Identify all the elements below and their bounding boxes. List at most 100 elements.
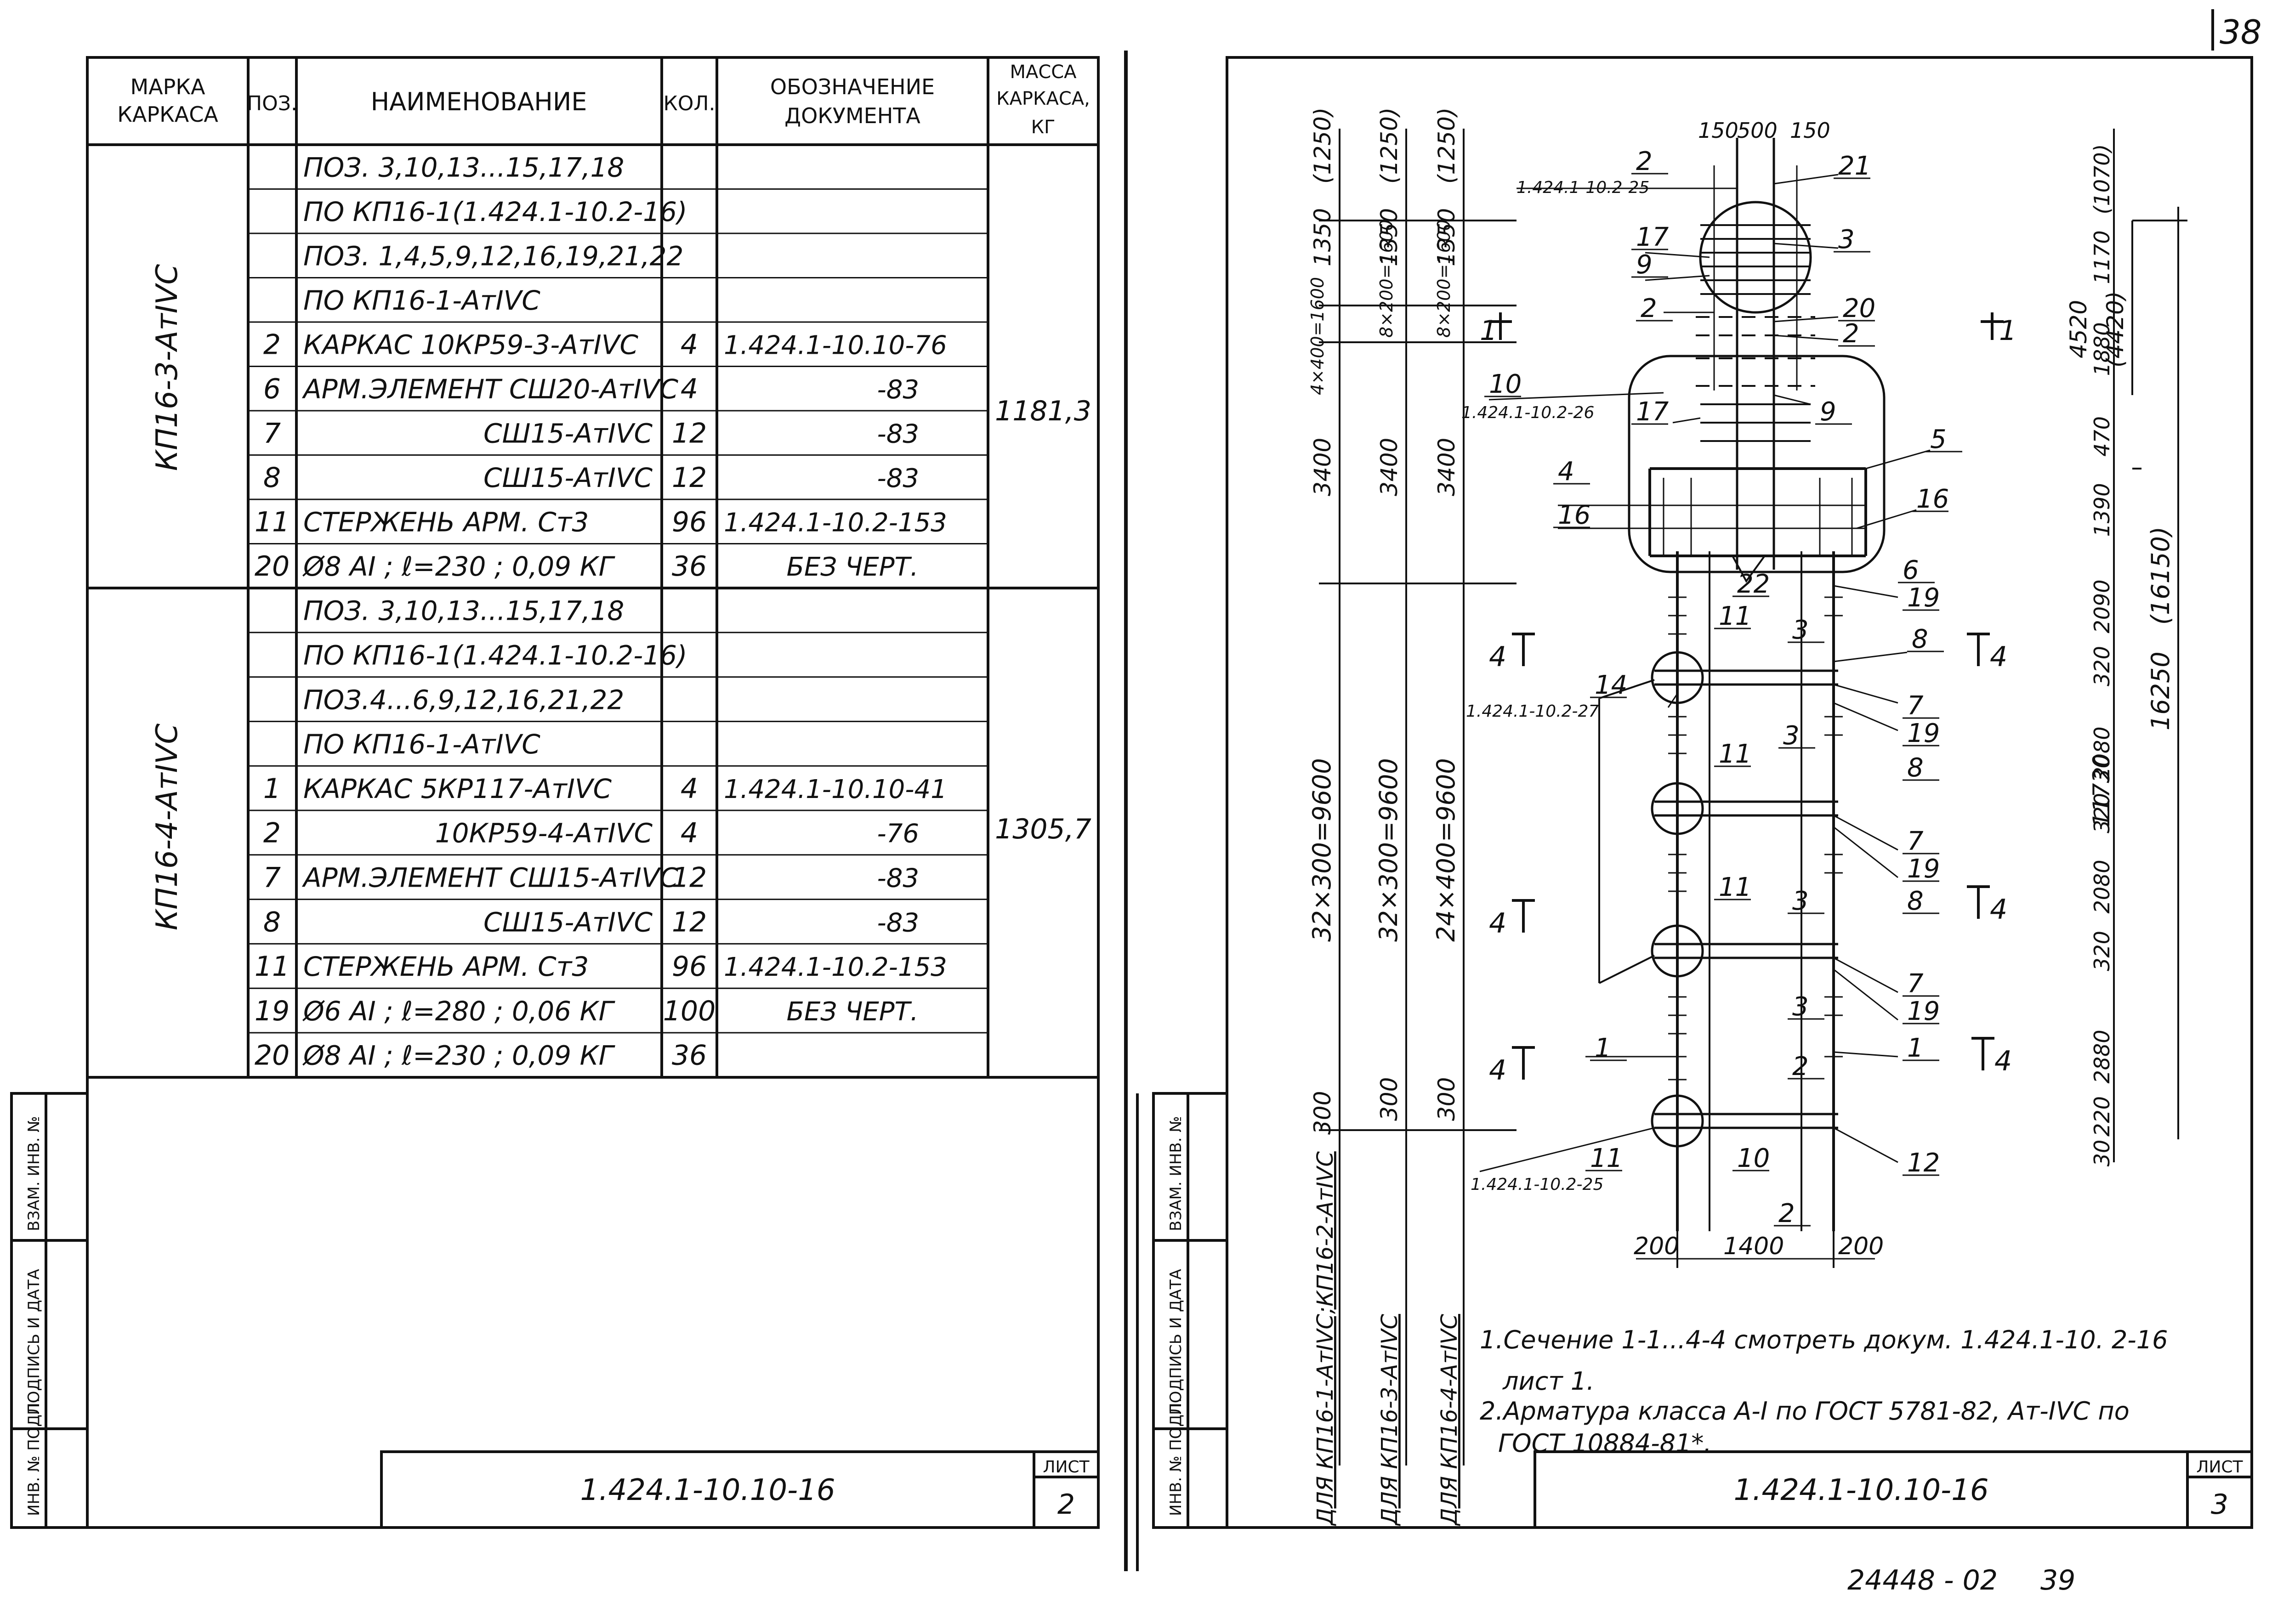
overall-dimensions: 4520 (4420) 16250 (16150) 11730 [2065, 291, 2175, 827]
page-number: 38 [2220, 13, 2262, 51]
cell-name: ПО КП16-1-АтIVС [303, 729, 540, 760]
position-callout: 11 [1719, 872, 1751, 902]
header-name: НАИМЕНОВАНИЕ [371, 87, 587, 116]
svg-text:4: 4 [1489, 907, 1506, 939]
svg-text:(1250): (1250) [1433, 108, 1460, 184]
cell-name: СШ15-АтIVС [483, 462, 653, 493]
sheet-label: ЛИСТ [1043, 1458, 1090, 1477]
table-row: ПОЗ. 1,4,5,9,12,16,19,21,22 [303, 240, 683, 272]
cage-drawing [1479, 138, 2004, 1268]
svg-text:4×400=1600: 4×400=1600 [1307, 277, 1328, 395]
svg-text:3400: 3400 [1376, 438, 1403, 496]
svg-text:150: 150 [1790, 118, 1830, 143]
position-callout: 8 [1912, 624, 1928, 654]
svg-text:300: 300 [1433, 1077, 1460, 1121]
bottom-code: 24448 - 02 [1847, 1564, 1998, 1596]
column-labels: ДЛЯ КП16-1-АтIVС;КП16-2-АтIVС ДЛЯ КП16-3… [1312, 1151, 1462, 1526]
cell-pos: 8 [263, 906, 281, 938]
cell-name: КАРКАС 10КР59-3-АтIVС [303, 329, 638, 360]
cell-name: АРМ.ЭЛЕМЕНТ СШ15-АтIVС [301, 862, 679, 893]
position-callout: 8 [1907, 886, 1924, 916]
svg-text:1: 1 [1480, 315, 1497, 347]
cell-pos: 11 [255, 506, 290, 538]
table-row: ПОЗ. 3,10,13...15,17,18 [303, 595, 624, 627]
header-pos: ПОЗ. [247, 92, 297, 115]
position-callout: 2 [1778, 1199, 1795, 1228]
cell-qty: 4 [681, 817, 698, 849]
dimension-value: 30 [2090, 1140, 2114, 1167]
svg-text:8×200=1600: 8×200=1600 [1376, 220, 1397, 338]
svg-text:(1250): (1250) [1309, 108, 1336, 184]
svg-text:1.424.1-10.2-25: 1.424.1-10.2-25 [1471, 1175, 1603, 1194]
table-header: МАРКА КАРКАСА ПОЗ. НАИМЕНОВАНИЕ КОЛ. ОБО… [117, 62, 1090, 138]
svg-text:1350: 1350 [1433, 208, 1460, 266]
cell-name: ПОЗ. 3,10,13...15,17,18 [303, 152, 624, 183]
cell-doc: БЕЗ ЧЕРТ. [786, 552, 918, 582]
position-callout: 5 [1930, 424, 1947, 454]
cell-pos: 7 [263, 861, 281, 894]
position-callout: 2 [1641, 294, 1657, 323]
dimension-value: 1390 [2090, 483, 2114, 537]
position-callout: 7 [1907, 826, 1924, 856]
stamp-code: 1.424.1-10.10-16 [580, 1473, 835, 1507]
position-callout: 22 [1737, 569, 1770, 599]
svg-text:2.Арматура класса А-I по ГОСТ: 2.Арматура класса А-I по ГОСТ 5781-82, А… [1480, 1397, 2130, 1426]
svg-text:4520: 4520 [2065, 300, 2092, 358]
svg-text:3400: 3400 [1309, 438, 1336, 496]
position-callout: 16 [1916, 484, 1949, 514]
cell-doc: 1.424.1-10.2-153 [724, 508, 947, 538]
cell-qty: 12 [672, 861, 707, 894]
dimension-value: 2080 [2090, 726, 2114, 780]
cell-doc: 1.424.1-10.10-41 [724, 775, 947, 804]
side-label: ВЗАМ. ИНВ. № [25, 1116, 43, 1231]
cell-name: СШ15-АтIVС [483, 418, 653, 449]
position-callout: 7 [1907, 969, 1924, 999]
cell-pos: 11 [255, 951, 290, 983]
table-row: ПО КП16-1-АтIVС [303, 285, 540, 316]
position-callout: 2 [1843, 319, 1859, 349]
svg-text:4: 4 [1990, 641, 2007, 673]
cell-doc: -83 [877, 419, 919, 449]
dimension-value: 320 [2090, 646, 2114, 686]
header-mark: МАРКА [130, 74, 205, 99]
svg-text:300: 300 [1309, 1091, 1336, 1135]
cell-pos: 19 [255, 995, 290, 1027]
svg-text:1400: 1400 [1723, 1233, 1784, 1260]
sheet-label: ЛИСТ [2196, 1458, 2243, 1477]
cell-name: Ø8 АI ; ℓ=230 ; 0,09 КГ [302, 551, 616, 582]
svg-text:ДЛЯ КП16-3-АтIVС: ДЛЯ КП16-3-АтIVС [1377, 1314, 1403, 1526]
cell-qty: 4 [681, 373, 698, 405]
position-callout: 11 [1719, 601, 1751, 631]
cell-qty: 12 [672, 462, 707, 494]
cell-name: КАРКАС 5КР117-АтIVС [303, 773, 612, 804]
position-callout: 2 [1792, 1052, 1809, 1081]
cell-pos: 6 [263, 373, 281, 405]
cell-name: 10КР59-4-АтIVС [435, 818, 653, 849]
cell-pos: 8 [263, 462, 281, 494]
svg-text:4: 4 [1994, 1045, 2012, 1077]
dimension-value: 1880 [2090, 322, 2114, 376]
svg-text:1350: 1350 [1376, 208, 1403, 266]
dimension-value: 470 [2090, 416, 2114, 457]
group-mass: 1181,3 [995, 395, 1091, 427]
cell-qty: 4 [681, 328, 698, 361]
position-callout: 4 [1558, 457, 1574, 487]
cell-qty: 12 [672, 906, 707, 938]
position-callout: 19 [1907, 854, 1940, 884]
position-callout: 3 [1792, 886, 1809, 916]
svg-text:(16150): (16150) [2146, 526, 2175, 625]
position-callout: 7 [1907, 691, 1924, 721]
svg-text:500: 500 [1737, 118, 1778, 143]
group-mark: КП16-3-АтIVС [150, 264, 184, 471]
table-row: ПО КП16-1(1.424.1-10.2-16) [303, 639, 687, 671]
cell-doc: -83 [877, 375, 919, 405]
svg-text:1.424.1-10.2-25: 1.424.1-10.2-25 [1517, 178, 1649, 197]
position-callout: 9 [1820, 397, 1836, 427]
sheet-number: 2 [1057, 1488, 1075, 1521]
cell-name: АРМ.ЭЛЕМЕНТ СШ20-АтIVС [301, 373, 679, 405]
